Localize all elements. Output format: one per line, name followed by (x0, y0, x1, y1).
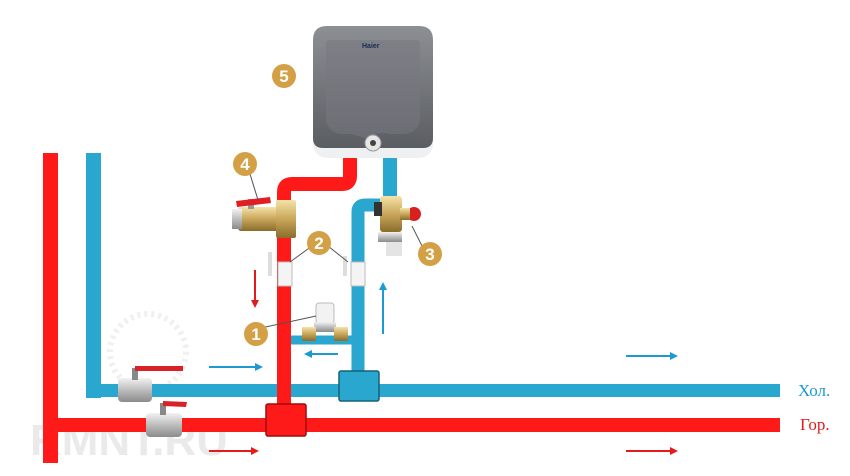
hot-main-ball-valve (146, 401, 187, 437)
cold-pipe-label: Хол. (798, 381, 830, 400)
hot-tee (265, 403, 307, 437)
marker-4: 4 (233, 152, 257, 176)
coupling-hot (268, 252, 293, 287)
hot-main-pipe (43, 418, 780, 432)
coupling-cold (343, 256, 366, 287)
arrow-cold-right-2 (626, 352, 678, 360)
hot-pipe-label: Гор. (800, 415, 830, 434)
arrow-cold-up (379, 282, 387, 334)
arrow-cold-left-bypass (304, 350, 338, 358)
heater-brand: Haier (362, 43, 380, 50)
leader-lines (249, 173, 425, 329)
hot-riser-pipe (43, 153, 58, 463)
bypass-thermo-valve (302, 302, 348, 341)
arrow-hot-right-1 (209, 447, 259, 455)
cold-tee (338, 370, 380, 402)
marker-2-text: 2 (314, 234, 323, 253)
marker-5: 5 (272, 64, 296, 88)
safety-valve-group (374, 196, 421, 256)
flow-arrows (209, 270, 678, 455)
water-heater: Haier (313, 26, 433, 158)
hot-heater-pipe (277, 158, 357, 430)
marker-1-text: 1 (251, 325, 260, 344)
marker-4-text: 4 (240, 155, 250, 174)
marker-3-text: 3 (425, 245, 434, 264)
cold-heater-pipe (351, 198, 383, 390)
arrow-hot-right-2 (626, 447, 678, 455)
arrow-cold-right-1 (209, 363, 263, 371)
cold-riser-pipe (86, 153, 101, 398)
marker-3: 3 (418, 242, 442, 266)
marker-2: 2 (307, 231, 331, 255)
marker-1: 1 (244, 322, 268, 346)
hot-shutoff-valve (232, 197, 296, 238)
cold-main-pipe (86, 384, 780, 397)
arrow-hot-down (251, 270, 259, 308)
marker-5-text: 5 (279, 67, 288, 86)
cold-main-ball-valve (118, 366, 183, 402)
